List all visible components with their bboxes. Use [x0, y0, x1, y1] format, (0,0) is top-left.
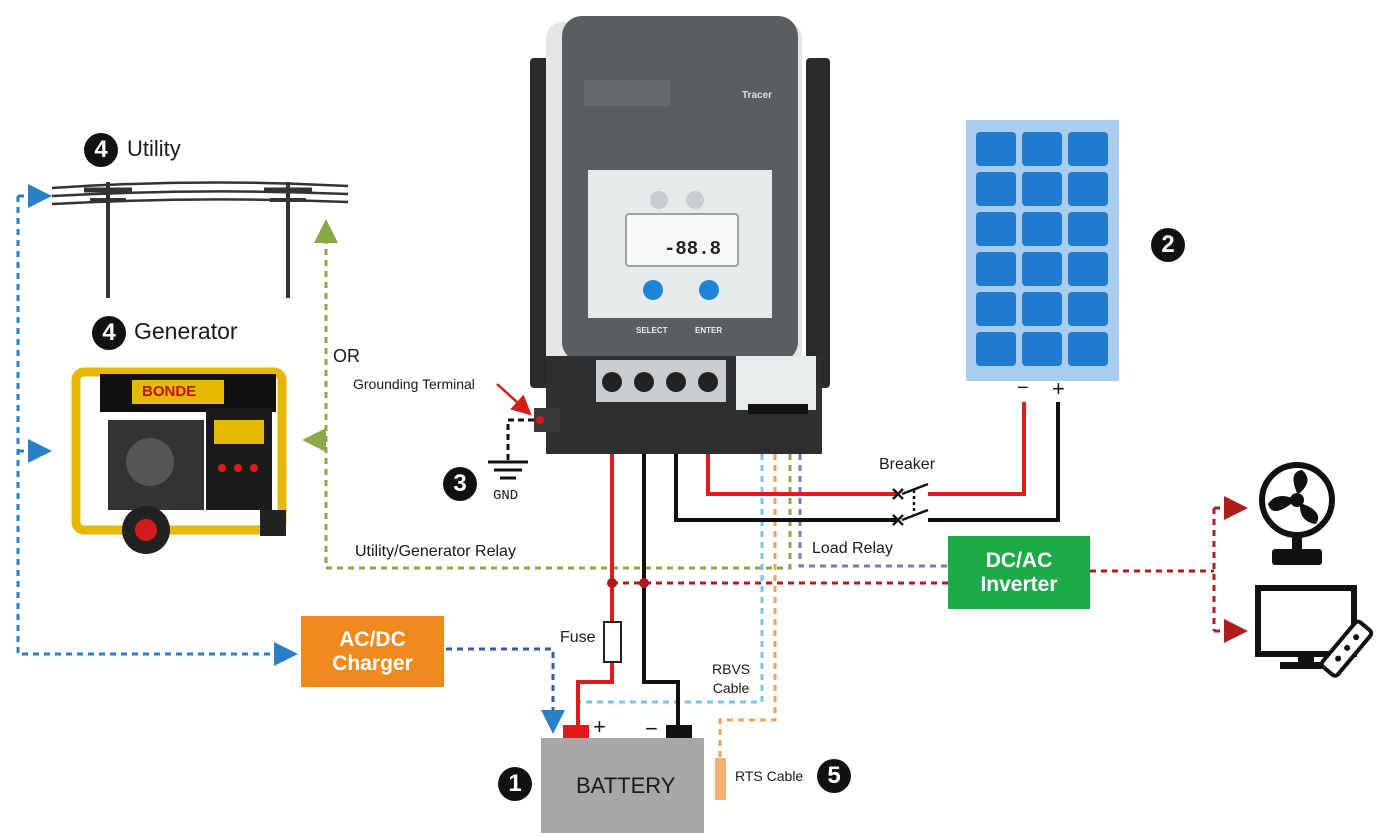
label-utility-generator-relay: Utility/Generator Relay: [355, 543, 516, 560]
inverter-output-lines: [612, 496, 1248, 643]
label-rbvs-cable: RBVS Cable: [712, 661, 751, 696]
solar-cell: [1022, 292, 1062, 326]
badge-solar-panel: 2: [1151, 228, 1185, 262]
breaker: [892, 482, 929, 526]
badge-rts: 5: [817, 759, 851, 793]
label-gnd: GND: [493, 488, 519, 504]
solar-cell: [1022, 172, 1062, 206]
utility-generator-relay-line: [302, 219, 792, 570]
solar-cell: [976, 252, 1016, 286]
battery-plus-label: +: [593, 714, 606, 739]
solar-cell: [976, 172, 1016, 206]
fan-icon: [1259, 462, 1335, 565]
label-fuse: Fuse: [560, 629, 596, 646]
controller-brand: Tracer: [742, 90, 773, 101]
solar-cell: [976, 212, 1016, 246]
solar-cell: [1068, 292, 1108, 326]
solar-cell: [1022, 332, 1062, 366]
solar-cell: [976, 132, 1016, 166]
label-battery: BATTERY: [576, 773, 676, 798]
charge-controller-icon: [530, 16, 830, 454]
label-grounding-terminal: Grounding Terminal: [353, 376, 475, 392]
load-relay-line: [798, 410, 950, 568]
utility-feed-lines: [16, 184, 565, 734]
generator-brand: BONDE: [142, 383, 197, 400]
solar-panel-icon: [966, 120, 1119, 381]
rts-sensor: [715, 758, 726, 800]
solar-cell: [1068, 132, 1108, 166]
fuse: [603, 621, 622, 663]
label-generator: Generator: [134, 318, 238, 344]
solar-cell: [976, 332, 1016, 366]
badge-utility: 4: [84, 133, 118, 167]
monitor-icon: [1255, 585, 1374, 678]
label-load-relay: Load Relay: [812, 540, 893, 557]
badge-ground: 3: [443, 467, 477, 501]
label-breaker: Breaker: [879, 456, 936, 473]
label-rts-cable: RTS Cable: [735, 768, 804, 784]
solar-cell: [1068, 252, 1108, 286]
solar-cell: [1022, 212, 1062, 246]
label-utility: Utility: [127, 136, 181, 161]
wire-junction-dot: [639, 578, 649, 588]
solar-cell: [1022, 132, 1062, 166]
wire-junction-dot: [607, 578, 617, 588]
battery-icon: [541, 725, 704, 833]
utility-poles-icon: [51, 181, 349, 298]
panel-plus-label: +: [1052, 376, 1065, 401]
solar-cell: [1022, 252, 1062, 286]
solar-cell: [1068, 172, 1108, 206]
ground-wire: [488, 383, 534, 480]
badge-generator: 4: [92, 316, 126, 350]
rts-cable-line: [718, 410, 777, 758]
controller-enter-label: ENTER: [695, 326, 723, 335]
solar-cell: [1068, 212, 1108, 246]
rbvs-cable-line: [578, 410, 764, 704]
solar-cell: [1068, 332, 1108, 366]
battery-minus-label: −: [645, 716, 658, 741]
badge-battery: 1: [498, 767, 532, 801]
generator-icon: [71, 367, 287, 554]
solar-cell: [976, 292, 1016, 326]
controller-display: -88.8: [664, 238, 722, 260]
panel-minus-label: −: [1017, 377, 1029, 399]
label-or: OR: [333, 346, 360, 366]
controller-select-label: SELECT: [636, 326, 668, 335]
